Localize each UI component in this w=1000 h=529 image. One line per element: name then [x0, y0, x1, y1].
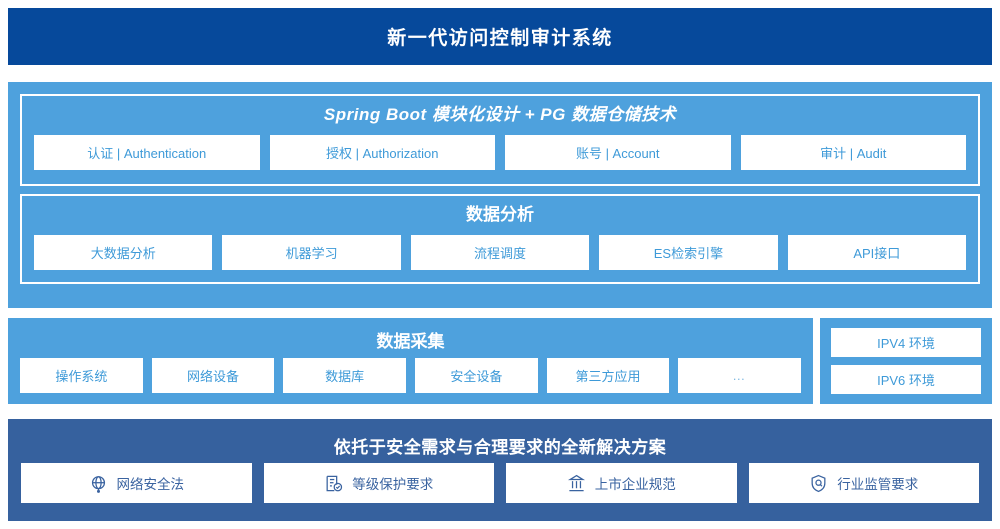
data-analytics-chip-row: 大数据分析 机器学习 流程调度 ES检索引擎 API接口	[22, 235, 978, 271]
chip-ipv6-environment[interactable]: IPV6 环境	[831, 365, 981, 394]
chip-authorization[interactable]: 授权 | Authorization	[269, 135, 495, 171]
chip-network-device[interactable]: 网络设备	[151, 358, 275, 393]
spring-boot-group: Spring Boot 模块化设计 + PG 数据仓储技术 认证 | Authe…	[20, 94, 980, 186]
document-check-icon	[324, 474, 343, 493]
data-analytics-group-title: 数据分析	[466, 205, 534, 224]
chip-third-party-application[interactable]: 第三方应用	[546, 358, 670, 393]
chip-api-interface[interactable]: API接口	[787, 235, 967, 271]
spring-boot-chip-row: 认证 | Authentication 授权 | Authorization 账…	[22, 135, 978, 171]
chip-listed-enterprise-standard-label: 上市企业规范	[594, 477, 676, 492]
chip-industry-regulation[interactable]: 行业监管要求	[748, 463, 979, 503]
data-collection-band: 数据采集 操作系统 网络设备 数据库 安全设备 第三方应用 …	[8, 318, 813, 404]
chip-database[interactable]: 数据库	[283, 358, 407, 393]
chip-security-device[interactable]: 安全设备	[415, 358, 538, 393]
chip-audit[interactable]: 审计 | Audit	[740, 135, 966, 171]
chip-cybersecurity-law-label: 网络安全法	[116, 477, 185, 492]
data-collection-title: 数据采集	[376, 332, 445, 351]
chip-authentication[interactable]: 认证 | Authentication	[34, 135, 260, 171]
chip-more-ellipsis[interactable]: …	[678, 358, 802, 393]
chip-machine-learning[interactable]: 机器学习	[222, 235, 401, 271]
chip-classified-protection-label: 等级保护要求	[352, 477, 434, 492]
compliance-title: 依托于安全需求与合理要求的全新解决方案	[333, 438, 667, 457]
environment-chip-column: IPV4 环境 IPV6 环境	[831, 328, 981, 394]
chip-account[interactable]: 账号 | Account	[505, 135, 731, 171]
data-collection-chip-row: 操作系统 网络设备 数据库 安全设备 第三方应用 …	[20, 358, 802, 393]
header-banner: 新一代访问控制审计系统	[8, 8, 992, 65]
globe-icon	[89, 474, 108, 493]
environment-band: IPV4 环境 IPV6 环境	[820, 318, 992, 404]
page-title: 新一代访问控制审计系统	[387, 28, 613, 49]
compliance-chip-row: 网络安全法 等级保护要求	[21, 463, 979, 503]
compliance-band: 依托于安全需求与合理要求的全新解决方案 网络安全法	[8, 419, 992, 521]
chip-classified-protection[interactable]: 等级保护要求	[263, 463, 494, 503]
chip-industry-regulation-label: 行业监管要求	[837, 477, 919, 492]
chip-es-search-engine[interactable]: ES检索引擎	[599, 235, 778, 271]
spring-boot-group-title: Spring Boot 模块化设计 + PG 数据仓储技术	[323, 105, 677, 124]
bank-icon	[567, 474, 586, 493]
chip-big-data-analysis[interactable]: 大数据分析	[34, 235, 213, 271]
chip-ipv4-environment[interactable]: IPV4 环境	[831, 328, 981, 357]
chip-operating-system[interactable]: 操作系统	[20, 358, 143, 393]
data-analytics-group: 数据分析 大数据分析 机器学习 流程调度 ES检索引擎 API接口	[20, 194, 980, 284]
platform-layer-band: Spring Boot 模块化设计 + PG 数据仓储技术 认证 | Authe…	[8, 82, 992, 308]
chip-listed-enterprise-standard[interactable]: 上市企业规范	[506, 463, 737, 503]
chip-process-scheduling[interactable]: 流程调度	[410, 235, 590, 271]
chip-cybersecurity-law[interactable]: 网络安全法	[21, 463, 252, 503]
shield-search-icon	[809, 474, 828, 493]
